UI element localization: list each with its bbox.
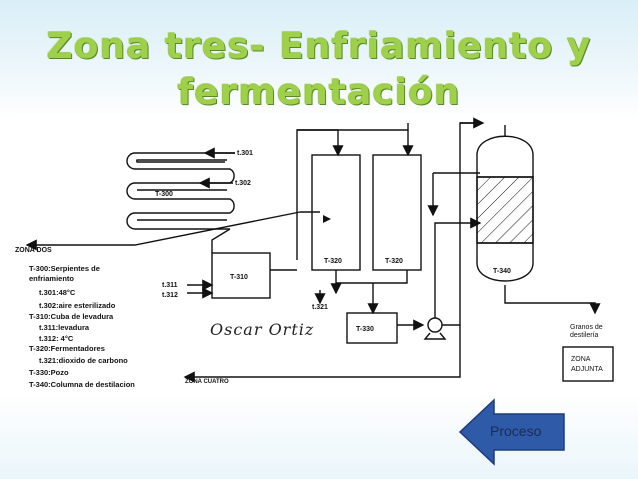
label-t311: t.311 <box>162 282 178 289</box>
legend-item: T-340:Columna de destilacion <box>29 380 135 389</box>
process-diagram-svg: t.301 t.302 T-300 T-310 t.311 t.312 T-32… <box>15 117 614 389</box>
label-t301: t.301 <box>237 150 253 157</box>
legend-item: t.311:levadura <box>39 323 90 332</box>
t340-column <box>476 135 534 282</box>
t330-pit <box>346 312 398 344</box>
slide-title-line-1: Zona tres- Enfriamiento y <box>46 26 592 67</box>
legend-item: T-330:Pozo <box>29 368 69 377</box>
label-granos-2: destilería <box>570 332 599 339</box>
label-zona-dos: ZONA DOS <box>15 247 52 254</box>
label-zona-adjunta-1: ZONA <box>571 356 591 363</box>
label-t330: T-330 <box>356 326 374 333</box>
equipment-legend: T-300:Serpientes de enfriamiento t.301:4… <box>29 264 135 389</box>
slide-title-line-2: fermentación <box>177 72 461 113</box>
zona-adjunta-box <box>562 346 614 382</box>
label-t300: T-300 <box>155 191 173 198</box>
label-t321: t.321 <box>312 304 328 311</box>
t310-tank <box>211 252 271 299</box>
legend-item: t.301:48°C <box>39 288 76 297</box>
legend-item: t.302:aire esterilizado <box>39 301 116 310</box>
t340-packing <box>476 176 534 244</box>
proceso-nav-button[interactable] <box>458 398 568 466</box>
t300-coil-inner <box>136 159 227 221</box>
label-t320b: T-320 <box>385 258 403 265</box>
left-arrow-icon[interactable] <box>458 398 565 466</box>
label-t320a: T-320 <box>324 258 342 265</box>
label-t340: T-340 <box>493 268 511 275</box>
label-t312: t.312 <box>162 292 178 299</box>
label-granos-1: Granos de <box>570 324 603 331</box>
header-background <box>0 0 638 120</box>
legend-item: T-300:Serpientes de <box>29 264 100 273</box>
label-zona-cuatro: ZONA CUATRO <box>185 379 229 385</box>
legend-item: T-320:Fermentadores <box>29 344 105 353</box>
legend-item: T-310:Cuba de levadura <box>29 312 114 321</box>
t320b-fermenter <box>372 154 422 271</box>
legend-item: t.312: 4°C <box>39 334 74 343</box>
label-zona-adjunta-2: ADJUNTA <box>571 366 603 373</box>
label-t310: T-310 <box>230 274 248 281</box>
process-flow-diagram: t.301 t.302 T-300 T-310 t.311 t.312 T-32… <box>15 115 615 395</box>
author-signature: Oscar Ortiz <box>210 320 315 339</box>
legend-item: enfriamiento <box>29 274 74 283</box>
legend-item: t.321:dioxido de carbono <box>39 356 128 365</box>
pump-icon <box>427 317 443 333</box>
label-t302: t.302 <box>235 180 251 187</box>
t300-coil <box>126 152 235 230</box>
